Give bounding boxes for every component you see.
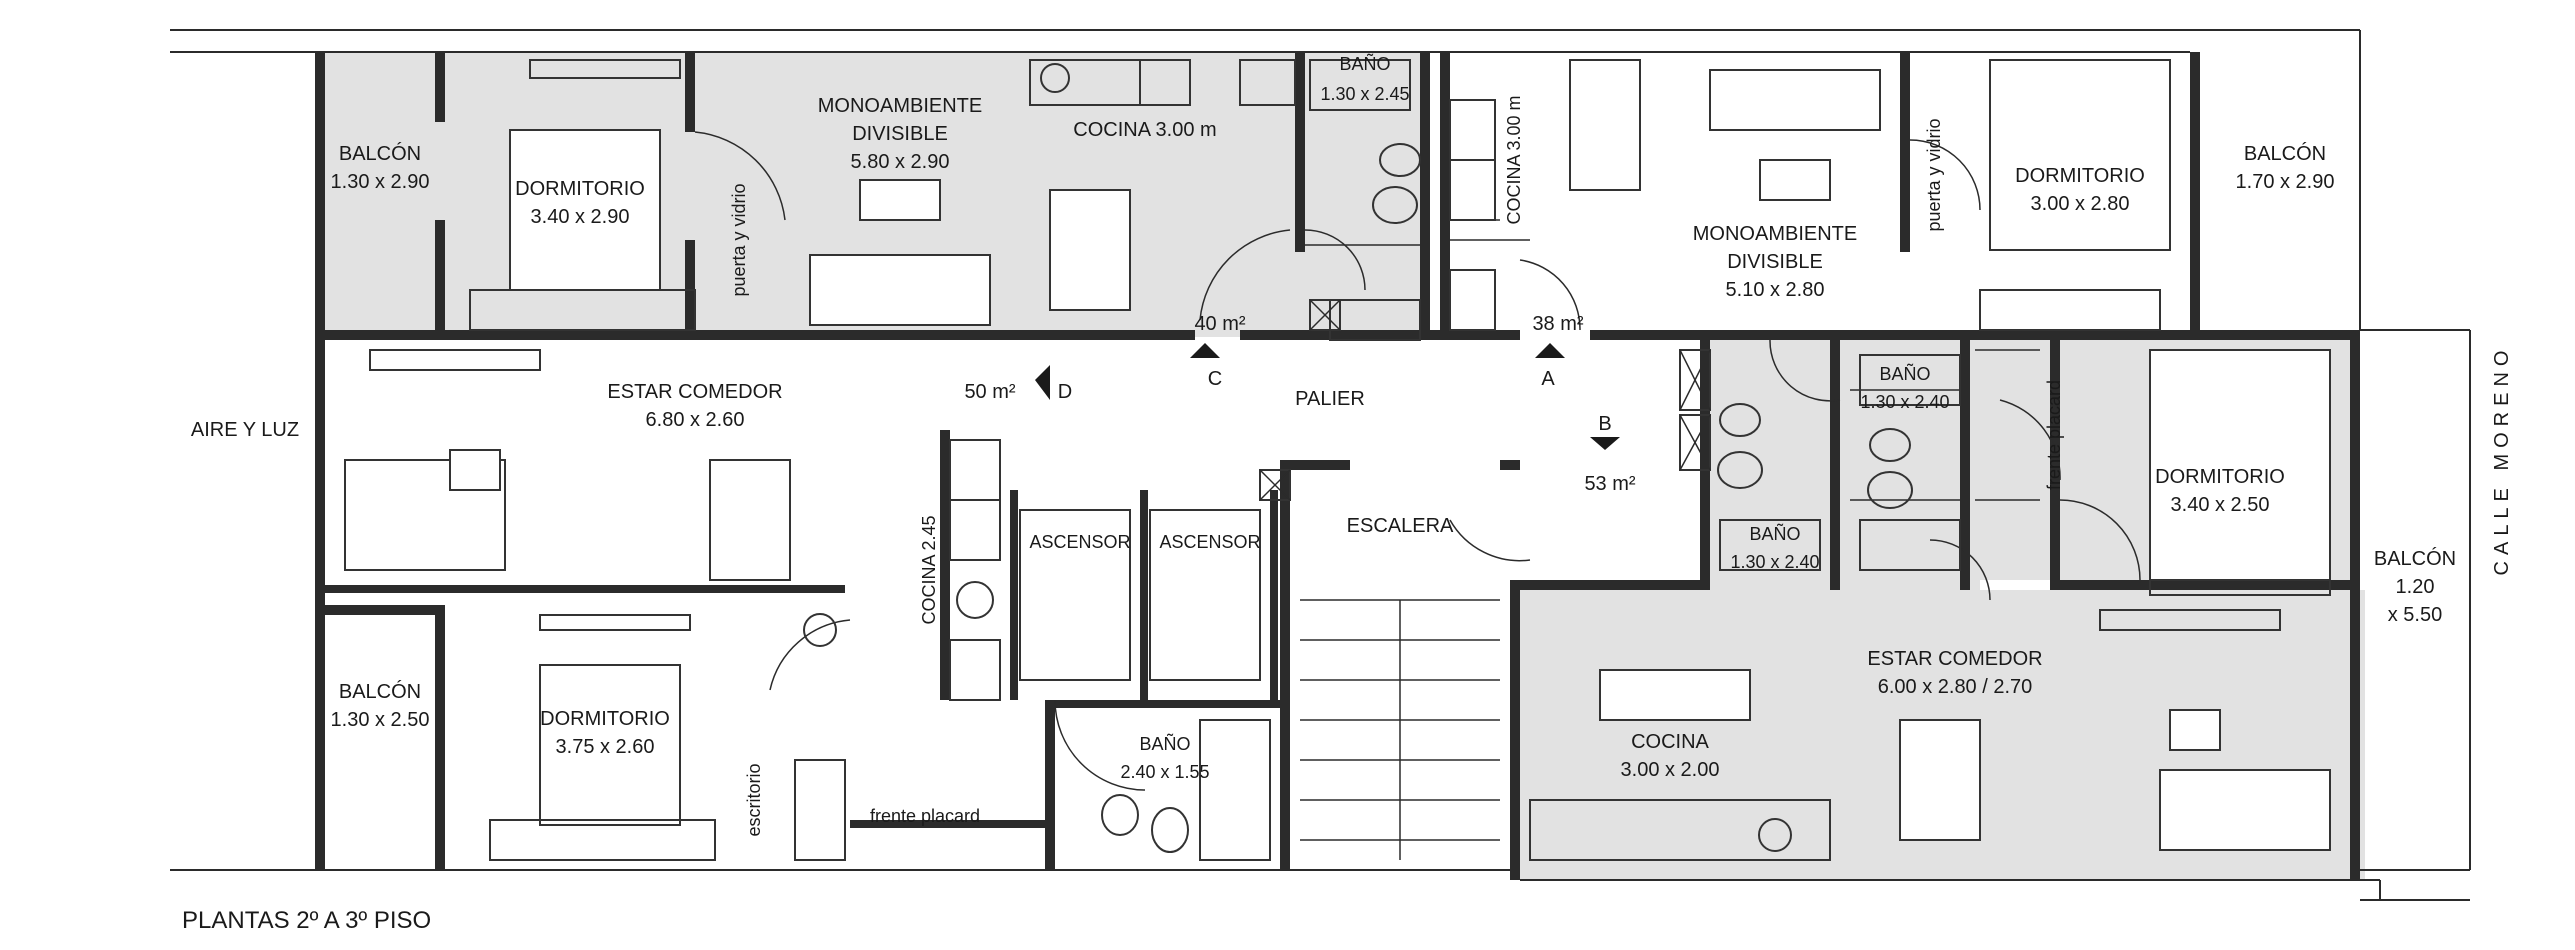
cocina-br-name: COCINA — [1631, 731, 1709, 753]
air-light: AIRE Y LUZ — [191, 419, 299, 441]
marker-a-triangle — [1535, 343, 1565, 358]
bano-bot-name: BAÑO — [1139, 733, 1190, 754]
estar-r-dim: 6.00 x 2.80 / 2.70 — [1878, 676, 2033, 698]
mono-2-dim: 5.10 x 2.80 — [1726, 279, 1825, 301]
area-40: 40 m² — [1194, 313, 1245, 335]
dorm-tl-dim: 3.40 x 2.90 — [531, 206, 630, 228]
dorm-r-name: DORMITORIO — [2155, 466, 2285, 488]
balcon-tr-dim: 1.70 x 2.90 — [2236, 171, 2335, 193]
frente-placard-r: frente placard — [2044, 380, 2064, 490]
estar-l-name: ESTAR COMEDOR — [607, 381, 782, 403]
marker-c-triangle — [1190, 343, 1220, 358]
dorm-bl-name: DORMITORIO — [540, 708, 670, 730]
marker-b-triangle — [1590, 437, 1620, 450]
ascensor-2: ASCENSOR — [1159, 532, 1260, 552]
bano-r2-dim: 1.30 x 2.40 — [1730, 552, 1819, 572]
mono-2-name-b: DIVISIBLE — [1727, 251, 1823, 273]
mono-2-name-a: MONOAMBIENTE — [1693, 223, 1857, 245]
balcon-r-dim-b: x 5.50 — [2388, 604, 2442, 626]
area-53: 53 m² — [1584, 473, 1635, 495]
entrance-markers — [1035, 343, 1620, 450]
puerta-vidrio-1: puerta y vidrio — [729, 183, 749, 296]
furniture — [344, 59, 2331, 861]
bano-r1-name: BAÑO — [1879, 363, 1930, 384]
dorm-r-dim: 3.40 x 2.50 — [2171, 494, 2270, 516]
escritorio: escritorio — [744, 763, 764, 836]
street-name: CALLE MORENO — [2491, 345, 2513, 576]
room-labels: BALCÓN 1.30 x 2.90 DORMITORIO 3.40 x 2.9… — [182, 53, 2513, 934]
escalera: ESCALERA — [1347, 515, 1454, 537]
estar-l-dim: 6.80 x 2.60 — [646, 409, 745, 431]
bano-top-dim: 1.30 x 2.45 — [1320, 84, 1409, 104]
outer-walls — [170, 29, 2471, 901]
area-50: 50 m² — [964, 381, 1015, 403]
dorm-tr-name: DORMITORIO — [2015, 165, 2145, 187]
partitions — [1305, 219, 2040, 501]
estar-r-name: ESTAR COMEDOR — [1867, 648, 2042, 670]
balcon-r-dim-a: 1.20 — [2396, 576, 2435, 598]
area-38: 38 m² — [1532, 313, 1583, 335]
bano-top-name: BAÑO — [1339, 53, 1390, 74]
marker-a: A — [1541, 368, 1555, 390]
dorm-tl-name: DORMITORIO — [515, 178, 645, 200]
frente-placard-l: frente placard — [870, 806, 980, 826]
balcon-tr-name: BALCÓN — [2244, 142, 2326, 165]
balcon-bl-dim: 1.30 x 2.50 — [331, 709, 430, 731]
bano-r2-name: BAÑO — [1749, 523, 1800, 544]
bano-r1-dim: 1.30 x 2.40 — [1860, 392, 1949, 412]
bano-bot-dim: 2.40 x 1.55 — [1120, 762, 1209, 782]
balcon-tl-name: BALCÓN — [339, 142, 421, 165]
walls — [315, 52, 2360, 880]
dorm-tr-dim: 3.00 x 2.80 — [2031, 193, 2130, 215]
cocina-v-245: COCINA 2.45 — [919, 515, 939, 624]
marker-c: C — [1208, 368, 1222, 390]
balcon-r-name: BALCÓN — [2374, 547, 2456, 570]
mono-1-name-b: DIVISIBLE — [852, 123, 948, 145]
palier: PALIER — [1295, 388, 1365, 410]
doors — [694, 131, 2141, 791]
plan-caption: PLANTAS 2º A 3º PISO — [182, 907, 431, 934]
marker-d: D — [1058, 381, 1072, 403]
balcon-bl-name: BALCÓN — [339, 680, 421, 703]
cocina-top: COCINA 3.00 m — [1073, 119, 1216, 141]
ascensor-1: ASCENSOR — [1029, 532, 1130, 552]
marker-b: B — [1598, 413, 1611, 435]
cocina-br-dim: 3.00 x 2.00 — [1621, 759, 1720, 781]
balcon-tl-dim: 1.30 x 2.90 — [331, 171, 430, 193]
mono-1-name-a: MONOAMBIENTE — [818, 95, 982, 117]
marker-d-triangle — [1035, 365, 1050, 400]
mono-1-dim: 5.80 x 2.90 — [851, 151, 950, 173]
puerta-vidrio-2: puerta y vidrio — [1924, 118, 1944, 231]
dorm-bl-dim: 3.75 x 2.60 — [556, 736, 655, 758]
cocina-v-300: COCINA 3.00 m — [1504, 95, 1524, 224]
